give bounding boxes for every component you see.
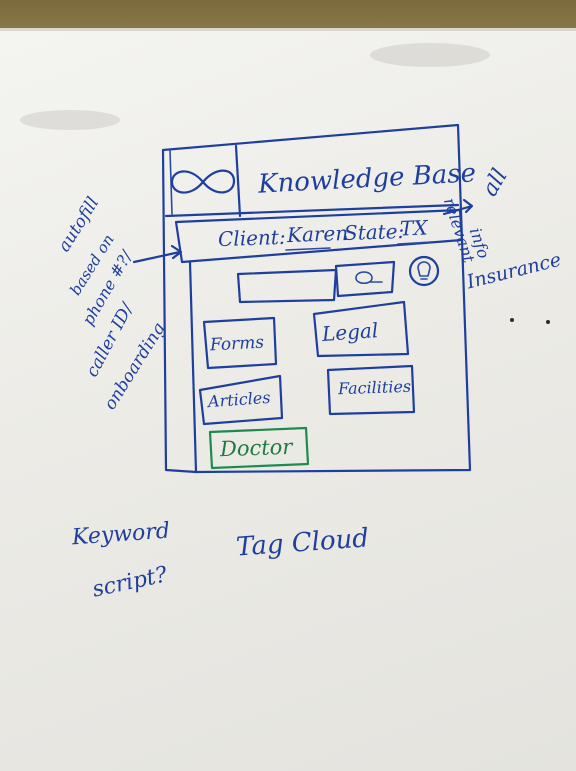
tag-forms[interactable]: Forms	[209, 332, 265, 356]
marker-dot	[510, 318, 514, 322]
wireframe-outer-frame	[161, 123, 472, 474]
tag-legal-box	[312, 300, 410, 358]
client-value: Karen	[286, 220, 349, 248]
content-area-edge	[188, 260, 198, 474]
marker-dot	[546, 320, 550, 324]
arrow-to-relevant-info	[442, 198, 474, 216]
tag-facilities[interactable]: Facilities	[337, 376, 412, 399]
tag-doctor[interactable]: Doctor	[219, 434, 293, 462]
tag-articles-box	[198, 374, 284, 426]
search-button[interactable]	[334, 260, 396, 298]
client-label: Client:	[217, 224, 286, 252]
whiteboard	[0, 28, 576, 771]
client-bar-frame	[174, 208, 464, 264]
eraser-smudge	[20, 110, 120, 130]
infinity-icon	[170, 169, 236, 194]
logo-box-divider	[234, 144, 242, 218]
lightbulb-icon[interactable]	[408, 255, 440, 287]
tag-doctor-box	[208, 426, 310, 470]
header-divider	[164, 203, 460, 218]
tag-legal[interactable]: Legal	[321, 318, 380, 346]
arrow-autofill-to-client	[132, 244, 183, 264]
state-value-underline	[397, 241, 433, 245]
search-icon	[355, 271, 383, 285]
tag-facilities-box	[326, 364, 416, 416]
state-label: State:	[343, 218, 405, 246]
tag-forms-box	[202, 316, 278, 370]
eraser-smudge	[370, 43, 490, 67]
tag-articles[interactable]: Articles	[207, 387, 272, 412]
client-value-underline	[285, 247, 331, 251]
search-input[interactable]	[236, 268, 338, 304]
state-value: TX	[399, 215, 428, 241]
